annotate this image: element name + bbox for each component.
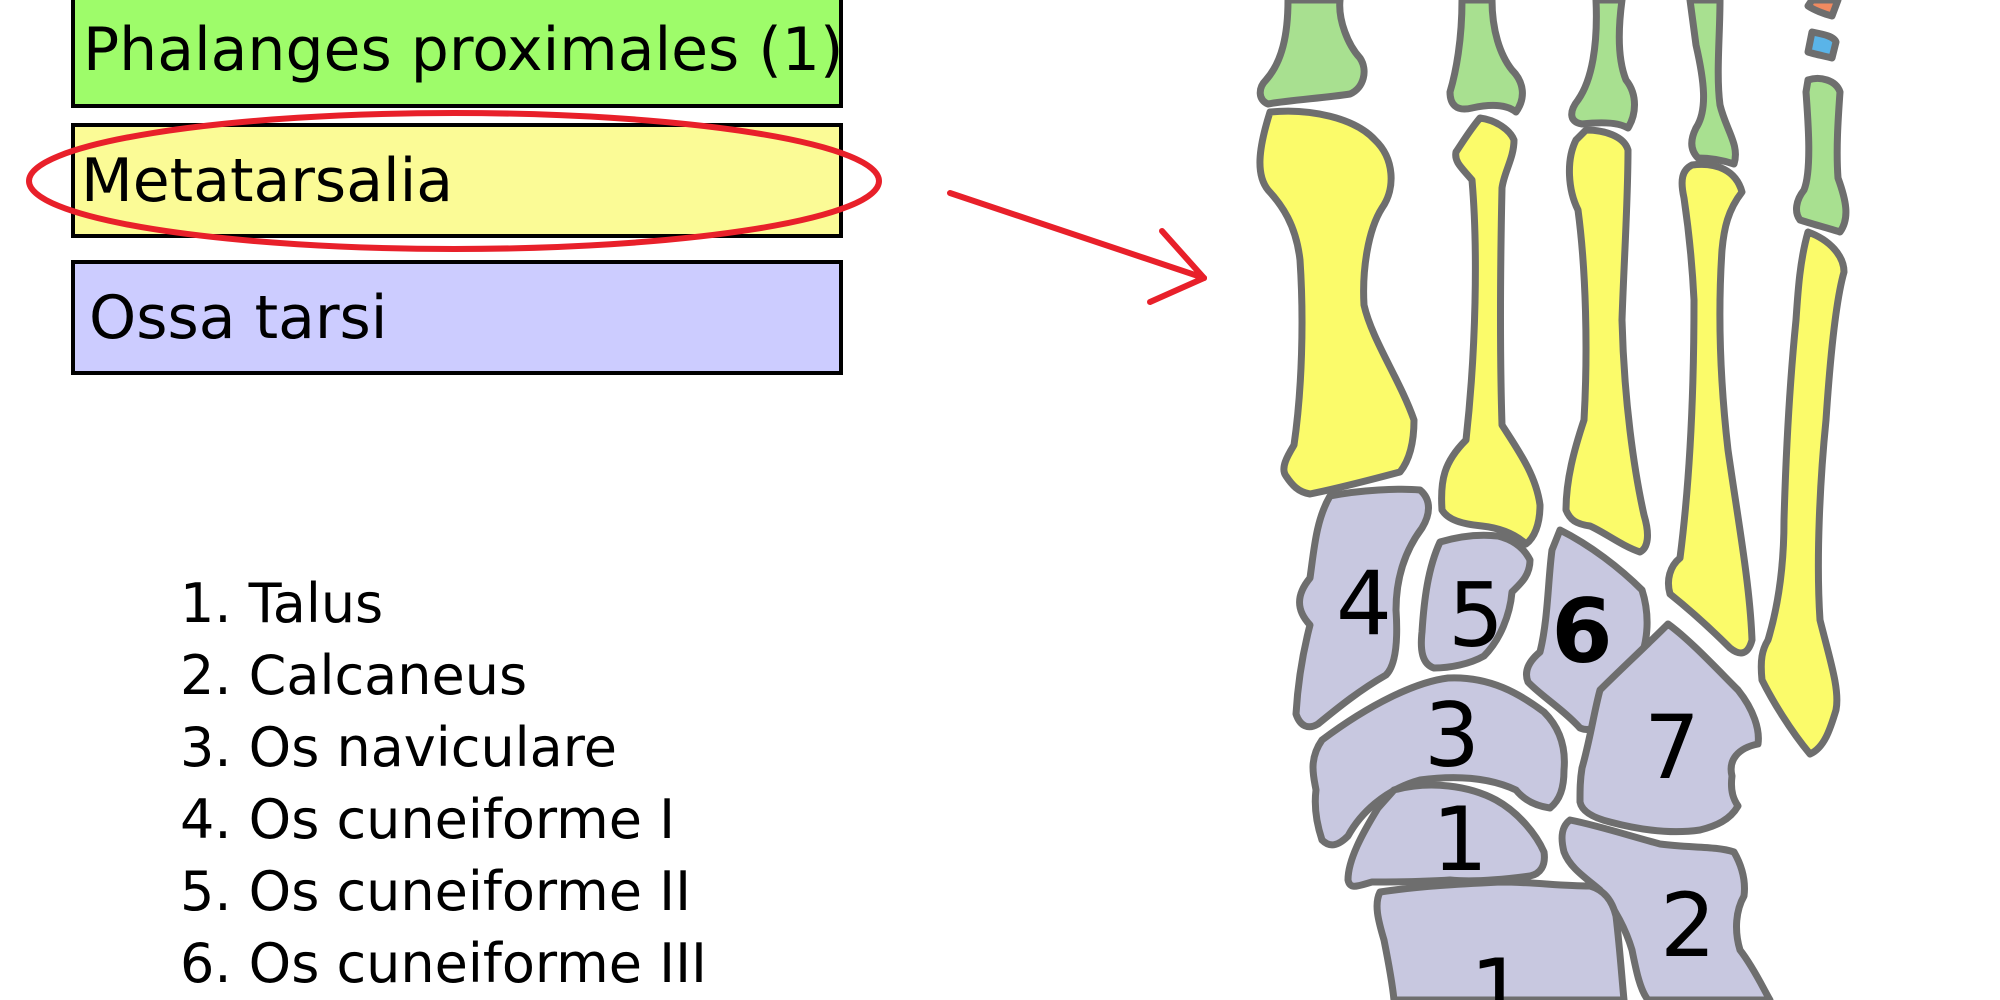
key-item-cuneiforme-1: 4. Os cuneiforme I (180, 788, 676, 851)
phalanx-2 (1446, 0, 1526, 116)
phalanx-5 (1793, 75, 1850, 236)
legend-ossa-tarsi: Ossa tarsi (71, 260, 843, 375)
talus-body-bone (1373, 878, 1628, 1000)
metatarsal-4 (1664, 160, 1756, 657)
legend-phalanges-proximales: Phalanges proximales (1) (71, 0, 843, 108)
metatarsal-1 (1256, 107, 1418, 498)
bone-number-cuboid: 7 (1644, 696, 1700, 799)
tarsal-key-list: 1. Talus 2. Calcaneus 3. Os naviculare 4… (180, 568, 707, 1000)
legend-metatarsalia: Metatarsalia (71, 123, 843, 238)
phalanx-3 (1568, 0, 1638, 132)
calcaneus-bone (1558, 816, 1774, 1000)
phalanx-4 (1686, 0, 1739, 168)
key-item-cuneiforme-2: 5. Os cuneiforme II (180, 860, 691, 923)
bone-number-naviculare: 3 (1424, 684, 1480, 787)
legend-metatarsalia-label: Metatarsalia (81, 145, 454, 216)
bone-number-calcaneus: 2 (1660, 874, 1716, 977)
phalanx-5-distal (1804, 28, 1840, 62)
metatarsal-2 (1438, 114, 1544, 548)
bone-number-cuneiforme-1: 4 (1336, 552, 1392, 655)
highlight-ellipse (26, 110, 882, 252)
cuneiforme-1-bone (1292, 485, 1432, 731)
phalanx-5-tip (1804, 0, 1842, 20)
bone-number-cuneiforme-3: 6 (1551, 580, 1612, 683)
cuneiforme-2-bone (1417, 531, 1534, 672)
key-item-naviculare: 3. Os naviculare (180, 716, 618, 779)
cuboid-bone (1576, 620, 1762, 836)
legend-phalanges-proximales-label: Phalanges proximales (1) (83, 15, 844, 85)
phalanx-1 (1256, 0, 1368, 108)
legend-ossa-tarsi-label: Ossa tarsi (89, 282, 388, 353)
key-item-cuneiforme-3: 6. Os cuneiforme III (180, 932, 707, 995)
red-arrow-icon (947, 190, 1207, 305)
bone-number-cuneiforme-2: 5 (1448, 564, 1504, 667)
bone-number-talus-head: 1 (1432, 788, 1488, 891)
naviculare-bone (1309, 674, 1568, 849)
metatarsal-5 (1757, 228, 1848, 758)
bone-number-talus-body: 1 (1470, 940, 1526, 1000)
metatarsal-3 (1562, 126, 1651, 556)
key-item-calcaneus: 2. Calcaneus (180, 644, 528, 707)
key-item-talus: 1. Talus (180, 572, 384, 635)
